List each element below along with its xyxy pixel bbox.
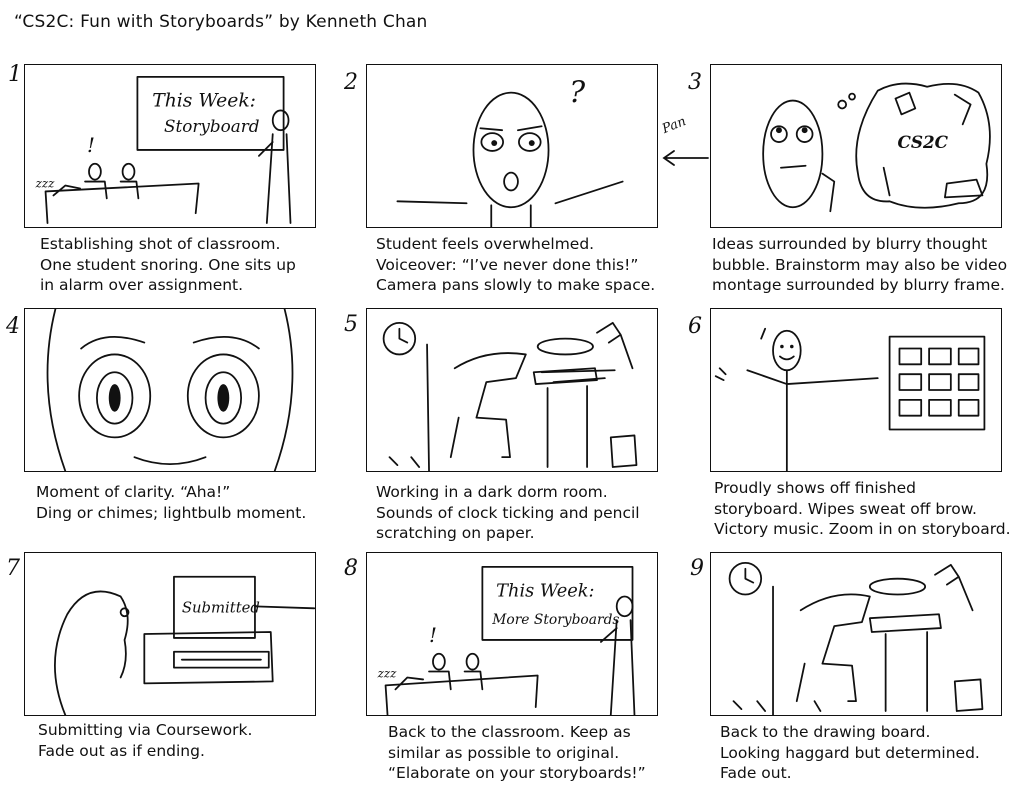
panel-8-frame: This Week: More Storyboards ! zzz bbox=[366, 552, 658, 716]
panel-3-frame: CS2C bbox=[710, 64, 1002, 228]
panel-6-frame bbox=[710, 308, 1002, 472]
panel-1-caption: Establishing shot of classroom. One stud… bbox=[40, 235, 296, 294]
panel-9-caption: Back to the drawing board. Looking hagga… bbox=[720, 723, 980, 782]
panel-8-snore: zzz bbox=[377, 666, 397, 680]
panel-1-board-line-2: Storyboard bbox=[164, 116, 260, 136]
panel-5-sketch bbox=[382, 321, 638, 471]
panel-9-frame bbox=[710, 552, 1002, 716]
pan-arrow-icon bbox=[662, 150, 709, 166]
panel-1-number: 1 bbox=[8, 62, 22, 87]
panel-7-monitor-icon bbox=[173, 575, 256, 639]
panel-6-sketch bbox=[714, 327, 986, 471]
page-title: “CS2C: Fun with Storyboards” by Kenneth … bbox=[14, 12, 428, 32]
panel-8-board-line-1: This Week: bbox=[496, 580, 594, 601]
panel-5-frame bbox=[366, 308, 658, 472]
panel-2-caption: Student feels overwhelmed. Voiceover: “I… bbox=[376, 235, 656, 294]
panel-5-clock-icon bbox=[382, 321, 417, 356]
panel-2-sketch: ? bbox=[396, 75, 624, 227]
panel-4-sketch bbox=[46, 309, 294, 471]
panel-3-caption: Ideas surrounded by blurry thought bubbl… bbox=[712, 235, 1008, 294]
panel-8-sketch: This Week: More Storyboards ! zzz bbox=[377, 565, 636, 715]
panel-3-sketch: CS2C bbox=[762, 82, 991, 213]
panel-7-screen-text: Submitted bbox=[182, 599, 260, 616]
panel-3-bubble-label: CS2C bbox=[897, 132, 948, 152]
panel-4-caption: Moment of clarity. “Aha!” Ding or chimes… bbox=[36, 483, 307, 522]
pan-label: Pan bbox=[660, 113, 689, 138]
panel-1-sketch: This Week: Storyboard ! zzz bbox=[35, 75, 292, 224]
panel-7-caption: Submitting via Coursework. Fade out as i… bbox=[38, 721, 253, 760]
panel-3-number: 3 bbox=[688, 70, 702, 95]
panel-9-sketch bbox=[728, 561, 984, 715]
panel-2-number: 2 bbox=[344, 70, 358, 95]
panel-8-number: 8 bbox=[344, 556, 358, 581]
panel-6-caption: Proudly shows off finished storyboard. W… bbox=[714, 479, 1011, 538]
panel-1-snore: zzz bbox=[35, 176, 55, 190]
panel-8-board-line-2: More Storyboards bbox=[491, 612, 619, 628]
panel-9-number: 9 bbox=[690, 556, 704, 581]
panel-5-number: 5 bbox=[344, 312, 358, 337]
panel-7-sketch: Submitted bbox=[54, 575, 315, 715]
panel-7-frame: Submitted bbox=[24, 552, 316, 716]
panel-4-number: 4 bbox=[6, 314, 20, 339]
panel-2-frame: ? bbox=[366, 64, 658, 228]
panel-4-frame bbox=[24, 308, 316, 472]
panel-8-caption: Back to the classroom. Keep as similar a… bbox=[388, 723, 646, 782]
panel-7-keyboard-icon bbox=[173, 650, 270, 669]
panel-1-frame: This Week: Storyboard ! zzz bbox=[24, 64, 316, 228]
panel-7-number: 7 bbox=[6, 556, 20, 581]
panel-1-alarm: ! bbox=[87, 134, 95, 157]
panel-8-alarm: ! bbox=[429, 624, 437, 647]
panel-2-question-mark: ? bbox=[569, 75, 586, 110]
panel-1-board-line-1: This Week: bbox=[152, 90, 256, 111]
panel-5-caption: Working in a dark dorm room. Sounds of c… bbox=[376, 483, 640, 542]
panel-9-clock-icon bbox=[728, 561, 763, 596]
panel-6-number: 6 bbox=[688, 314, 702, 339]
